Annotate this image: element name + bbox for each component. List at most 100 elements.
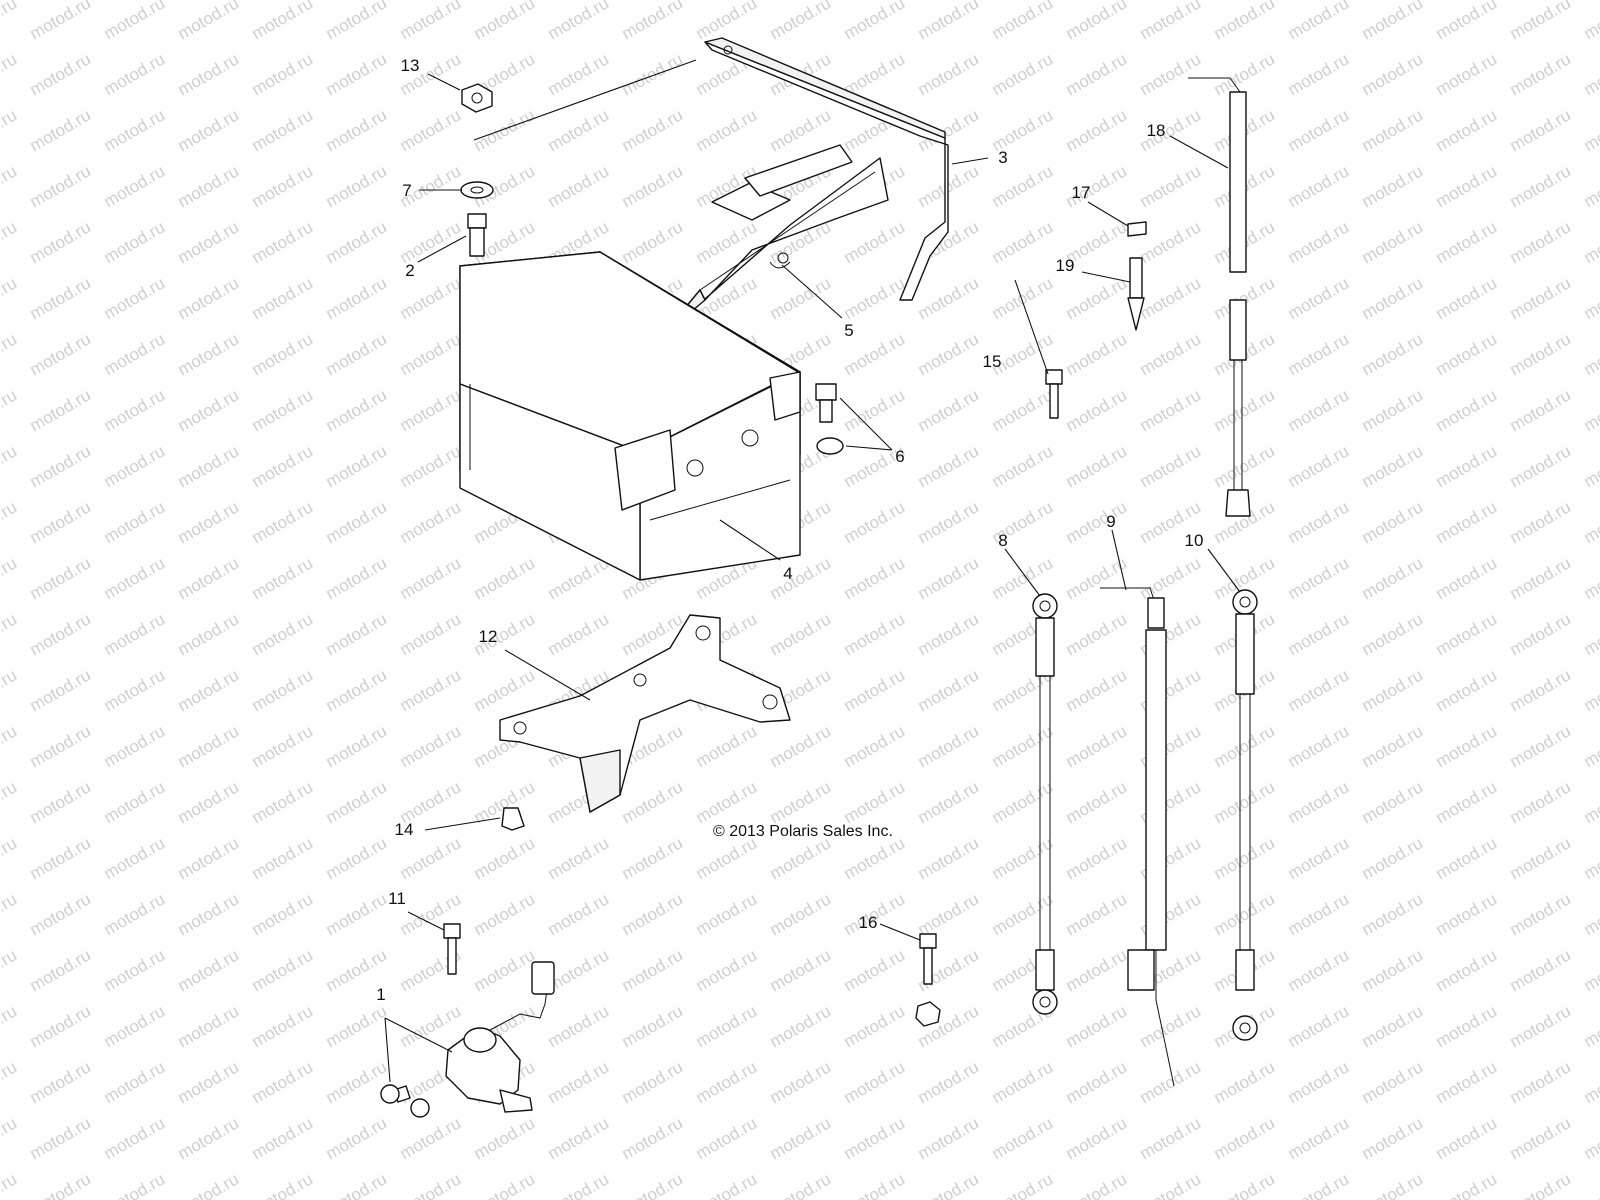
watermark-text: motod.ru [693, 777, 761, 827]
watermark-text: motod.ru [841, 497, 909, 547]
watermark-text: motod.ru [545, 1057, 613, 1107]
watermark-text: motod.ru [27, 833, 95, 883]
watermark-text: motod.ru [27, 1057, 95, 1107]
watermark-text: motod.ru [249, 273, 317, 323]
watermark-text: motod.ru [397, 385, 465, 435]
watermark-text: motod.ru [323, 0, 391, 43]
watermark-text: motod.ru [767, 777, 835, 827]
watermark-text: motod.ru [841, 553, 909, 603]
watermark-text: motod.ru [1359, 945, 1427, 995]
watermark-text: motod.ru [1507, 553, 1575, 603]
watermark-text: motod.ru [1359, 833, 1427, 883]
watermark-text: motod.ru [1433, 553, 1501, 603]
watermark-text: motod.ru [323, 49, 391, 99]
watermark-text: motod.ru [545, 1113, 613, 1163]
watermark-text: motod.ru [101, 441, 169, 491]
watermark-text: motod.ru [1507, 161, 1575, 211]
watermark-text: motod.ru [1285, 441, 1353, 491]
watermark-text: motod.ru [1359, 217, 1427, 267]
watermark-text: motod.ru [397, 329, 465, 379]
watermark-text: motod.ru [1507, 1169, 1575, 1200]
callout-8: 8 [998, 531, 1007, 550]
part-battery-tray [499, 614, 791, 813]
callout-13: 13 [401, 56, 420, 75]
watermark-text: motod.ru [1285, 0, 1353, 43]
watermark-text: motod.ru [989, 1113, 1057, 1163]
watermark-text: motod.ru [1433, 665, 1501, 715]
watermark-text: motod.ru [693, 1001, 761, 1051]
watermark-text: motod.ru [397, 721, 465, 771]
watermark-text: motod.ru [1507, 609, 1575, 659]
watermark-text: motod.ru [249, 553, 317, 603]
watermark-text: motod.ru [249, 329, 317, 379]
watermark-text: motod.ru [1433, 497, 1501, 547]
watermark-text: motod.ru [989, 721, 1057, 771]
watermark-text: motod.ru [1507, 777, 1575, 827]
watermark-text: motod.ru [1063, 665, 1131, 715]
watermark-text: motod.ru [1359, 105, 1427, 155]
watermark-text: motod.ru [397, 665, 465, 715]
watermark-text: motod.ru [471, 1169, 539, 1200]
watermark-text: motod.ru [1359, 777, 1427, 827]
callout-15: 15 [983, 352, 1002, 371]
watermark-text: motod.ru [1211, 441, 1279, 491]
watermark-text: motod.ru [0, 553, 20, 603]
watermark-text: motod.ru [841, 609, 909, 659]
watermark-text: motod.ru [323, 217, 391, 267]
watermark-text: motod.ru [101, 1113, 169, 1163]
watermark-text: motod.ru [1507, 217, 1575, 267]
watermark-text: motod.ru [0, 441, 20, 491]
watermark-text: motod.ru [989, 1169, 1057, 1200]
watermark-text: motod.ru [27, 0, 95, 43]
watermark-text: motod.ru [471, 833, 539, 883]
watermark-text: motod.ru [0, 329, 20, 379]
watermark-text: motod.ru [0, 665, 20, 715]
watermark-text: motod.ru [1433, 329, 1501, 379]
watermark-text: motod.ru [249, 777, 317, 827]
watermark-text: motod.ru [1581, 49, 1600, 99]
part-wire-harness [1100, 587, 1175, 1087]
watermark-text: motod.ru [249, 1057, 317, 1107]
watermark-text: motod.ru [1285, 609, 1353, 659]
watermark-text: motod.ru [323, 161, 391, 211]
callout-2: 2 [405, 261, 414, 280]
watermark-text: motod.ru [1581, 1057, 1600, 1107]
watermark-text: motod.ru [27, 385, 95, 435]
watermark-text: motod.ru [1137, 0, 1205, 43]
watermark-text: motod.ru [0, 1001, 20, 1051]
watermark-text: motod.ru [1359, 49, 1427, 99]
watermark-text: motod.ru [101, 1057, 169, 1107]
watermark-text: motod.ru [619, 945, 687, 995]
watermark-text: motod.ru [0, 721, 20, 771]
watermark-text: motod.ru [915, 1057, 983, 1107]
part-cable-positive [1232, 589, 1258, 1041]
watermark-text: motod.ru [1285, 1057, 1353, 1107]
watermark-text: motod.ru [545, 49, 613, 99]
watermark-text: motod.ru [1137, 161, 1205, 211]
watermark-text: motod.ru [101, 609, 169, 659]
watermark-text: motod.ru [1581, 273, 1600, 323]
watermark-text: motod.ru [1063, 1057, 1131, 1107]
watermark-text: motod.ru [1285, 497, 1353, 547]
watermark-text: motod.ru [841, 217, 909, 267]
watermark-text: motod.ru [1507, 721, 1575, 771]
watermark-text: motod.ru [841, 721, 909, 771]
watermark-text: motod.ru [101, 49, 169, 99]
watermark-text: motod.ru [989, 217, 1057, 267]
watermark-text: motod.ru [841, 833, 909, 883]
watermark-text: motod.ru [915, 833, 983, 883]
watermark-text: motod.ru [471, 105, 539, 155]
watermark-text: motod.ru [0, 777, 20, 827]
watermark-text: motod.ru [1433, 49, 1501, 99]
watermark-text: motod.ru [175, 0, 243, 43]
watermark-text: motod.ru [175, 441, 243, 491]
watermark-text: motod.ru [989, 385, 1057, 435]
watermark-text: motod.ru [1285, 889, 1353, 939]
watermark-text: motod.ru [101, 1169, 169, 1200]
watermark-text: motod.ru [767, 1113, 835, 1163]
watermark-text: motod.ru [27, 609, 95, 659]
watermark-text: motod.ru [0, 385, 20, 435]
watermark-text: motod.ru [27, 441, 95, 491]
watermark-text: motod.ru [767, 1001, 835, 1051]
